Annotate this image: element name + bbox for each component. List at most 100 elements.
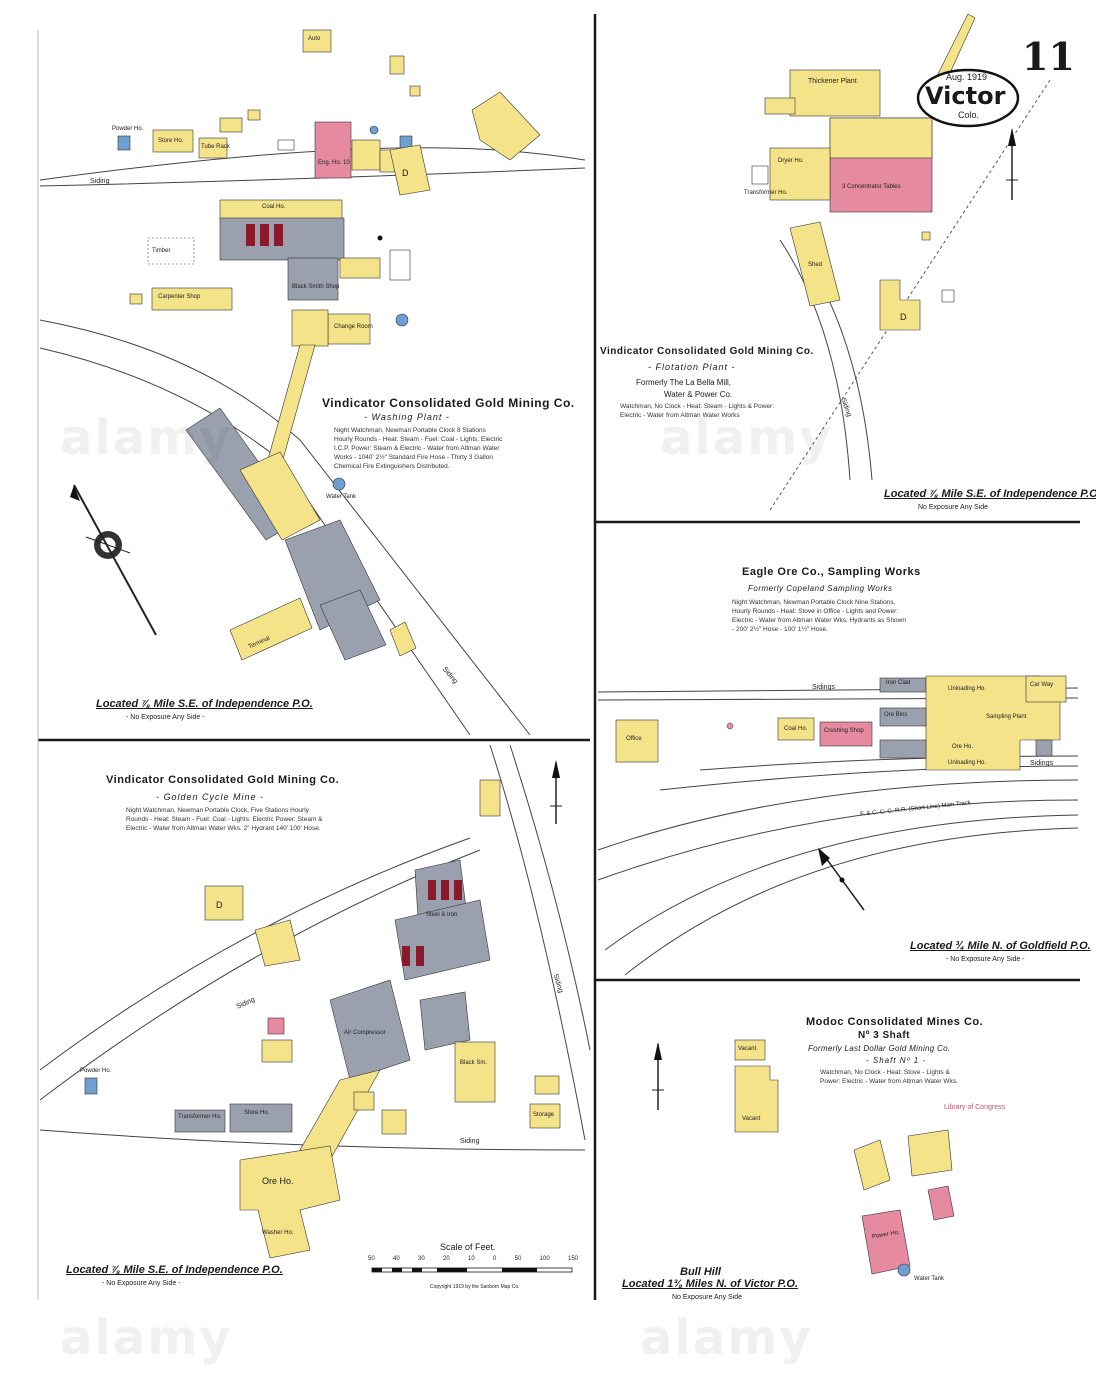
label-store-ho: Store Ho.	[158, 138, 184, 144]
flotation-plant-name: - Flotation Plant -	[648, 362, 736, 372]
property-line	[769, 79, 1051, 511]
modoc-exposure: No Exposure Any Side	[672, 1294, 743, 1301]
label-coal-ho: Coal Ho.	[262, 204, 286, 210]
label-iron-clad: Iron Clad	[886, 680, 911, 686]
scale-tick: 50	[514, 1256, 522, 1262]
north-arrow-modoc-icon	[652, 1042, 664, 1110]
copyright: Copyright 1919 by the Sanborn Map Co.	[430, 1284, 520, 1290]
water-tank-modoc	[897, 1263, 911, 1277]
small-pink-bldg	[267, 1017, 285, 1035]
label-black-smith: Black Smith Shop	[292, 284, 340, 290]
small-shed-3	[129, 293, 143, 305]
label-ore-ho: Ore Ho.	[262, 1176, 294, 1186]
golden-siding-right	[489, 744, 586, 1141]
small-structure	[277, 139, 295, 151]
label-sampling: Sampling Plant	[986, 714, 1027, 720]
eagle-siding-mid	[699, 755, 1079, 771]
label-ore-bins: Ore Bins	[884, 712, 908, 718]
ore-bins	[879, 707, 927, 727]
small-shed	[219, 117, 243, 133]
flotation-exposure: No Exposure Any Side	[918, 504, 989, 511]
modoc-shaft1: - Shaft Nº 1 -	[866, 1056, 927, 1065]
ore-house-washer	[239, 1145, 341, 1259]
small-bldg-c	[389, 55, 405, 75]
flotation-location: Located ⅞ Mile S.E. of Independence P.O.	[884, 488, 1096, 500]
sheet-date: Aug. 1919	[946, 72, 988, 82]
change-room	[327, 313, 371, 345]
washing-plant-location: Located ⅞ Mile S.E. of Independence P.O.	[96, 698, 313, 710]
panel-dividers	[38, 14, 1080, 1300]
scale-title: Scale of Feet.	[440, 1242, 496, 1252]
small-bldg-k	[381, 1109, 407, 1135]
flotation-plant-panel	[751, 13, 1051, 511]
tank-house	[319, 589, 387, 661]
engine-house	[314, 121, 352, 179]
golden-location: Located ⅞ Mile S.E. of Independence P.O.	[66, 1264, 283, 1276]
label-car-way: Car Way	[1030, 682, 1054, 688]
transformer-house	[751, 165, 769, 185]
washing-plant-name: - Washing Plant -	[364, 412, 450, 422]
flotation-notes: Watchman, No Clock - Heat: Steam - Light…	[620, 403, 775, 419]
main-track-1	[597, 779, 1079, 851]
scale-tick: 20	[443, 1256, 450, 1262]
flotation-siding	[779, 239, 851, 481]
shed	[789, 221, 841, 307]
label-transformer: Transformer Ho.	[744, 190, 788, 196]
scale-tick: 100	[539, 1256, 550, 1262]
label-concentrator: 3 Concentrator Tables	[842, 184, 901, 190]
storage-small	[534, 1075, 560, 1095]
label-store-golden: Store Ho.	[244, 1110, 270, 1116]
electrical-shop	[339, 257, 381, 279]
title-cartouche	[916, 68, 1020, 128]
boiler-d	[402, 946, 410, 966]
modoc-bldg-pink	[927, 1185, 955, 1221]
label-d-golden: D	[216, 900, 223, 910]
boiler-1	[246, 224, 255, 246]
eagle-siding-mid-2	[659, 765, 1079, 791]
transformer-house-golden	[174, 1109, 226, 1133]
small-bldg-b	[399, 135, 413, 149]
label-carpenter-shop: Carpenter Shop	[158, 294, 201, 300]
label-d-washing: D	[402, 168, 409, 178]
eagle-ore-panel	[597, 675, 1079, 976]
vacant-small	[734, 1039, 766, 1061]
washing-plant-company: Vindicator Consolidated Gold Mining Co.	[322, 396, 575, 410]
label-water-tank-modoc: Water Tank	[914, 1276, 945, 1282]
scale-tick: 30	[418, 1256, 425, 1262]
label-thickener: Thickener Plant	[808, 78, 857, 85]
boiler-c	[454, 880, 462, 900]
label-tube-rack: Tube Rack	[201, 144, 230, 150]
building-d	[389, 144, 431, 196]
modoc-bldg-1	[853, 1139, 891, 1191]
label-ore-ho-eagle: Ore Ho.	[952, 744, 974, 750]
label-auto: Auto	[308, 36, 321, 42]
label-sidings-top: Sidings	[812, 684, 835, 691]
north-arrow-flotation-icon	[1006, 128, 1018, 200]
golden-cycle-panel	[39, 744, 591, 1259]
eagle-location: Located ¾ Mile N. of Goldfield P.O.	[910, 940, 1091, 952]
modoc-notes: Watchman, No Clock - Heat: Stove - Light…	[820, 1069, 958, 1085]
sheet-city: Victor	[925, 82, 1006, 110]
tube-rack	[198, 137, 228, 159]
siding-track-diagonal-2	[39, 347, 471, 736]
label-timber: Timber	[152, 248, 171, 254]
modoc-hill: Bull Hill	[680, 1266, 721, 1278]
crushing-shop	[819, 721, 873, 747]
scale-tick: 50	[368, 1256, 375, 1262]
scale-ticks: 50 40 30 20 10 0 50 100 150	[368, 1256, 578, 1262]
small-gray-bldg	[1035, 739, 1053, 757]
eagle-notes: Night Watchman, Newman Portable Clock Ni…	[732, 599, 906, 633]
golden-siding-right-2	[509, 744, 591, 1051]
small-bldg-d	[409, 85, 421, 97]
small-bldg-l	[353, 1091, 375, 1111]
power-house	[861, 1209, 911, 1275]
eagle-company: Eagle Ore Co., Sampling Works	[742, 566, 921, 578]
label-washer: Washer Ho.	[262, 1230, 294, 1236]
building-d-flotation	[879, 279, 921, 331]
terminal	[229, 597, 313, 661]
sheet-number: 11	[1022, 34, 1075, 79]
label-eng-ho: Eng. Ho. 10	[318, 160, 350, 166]
coal-house	[219, 199, 343, 221]
boiler-b	[441, 880, 449, 900]
main-track-2	[597, 799, 1079, 881]
